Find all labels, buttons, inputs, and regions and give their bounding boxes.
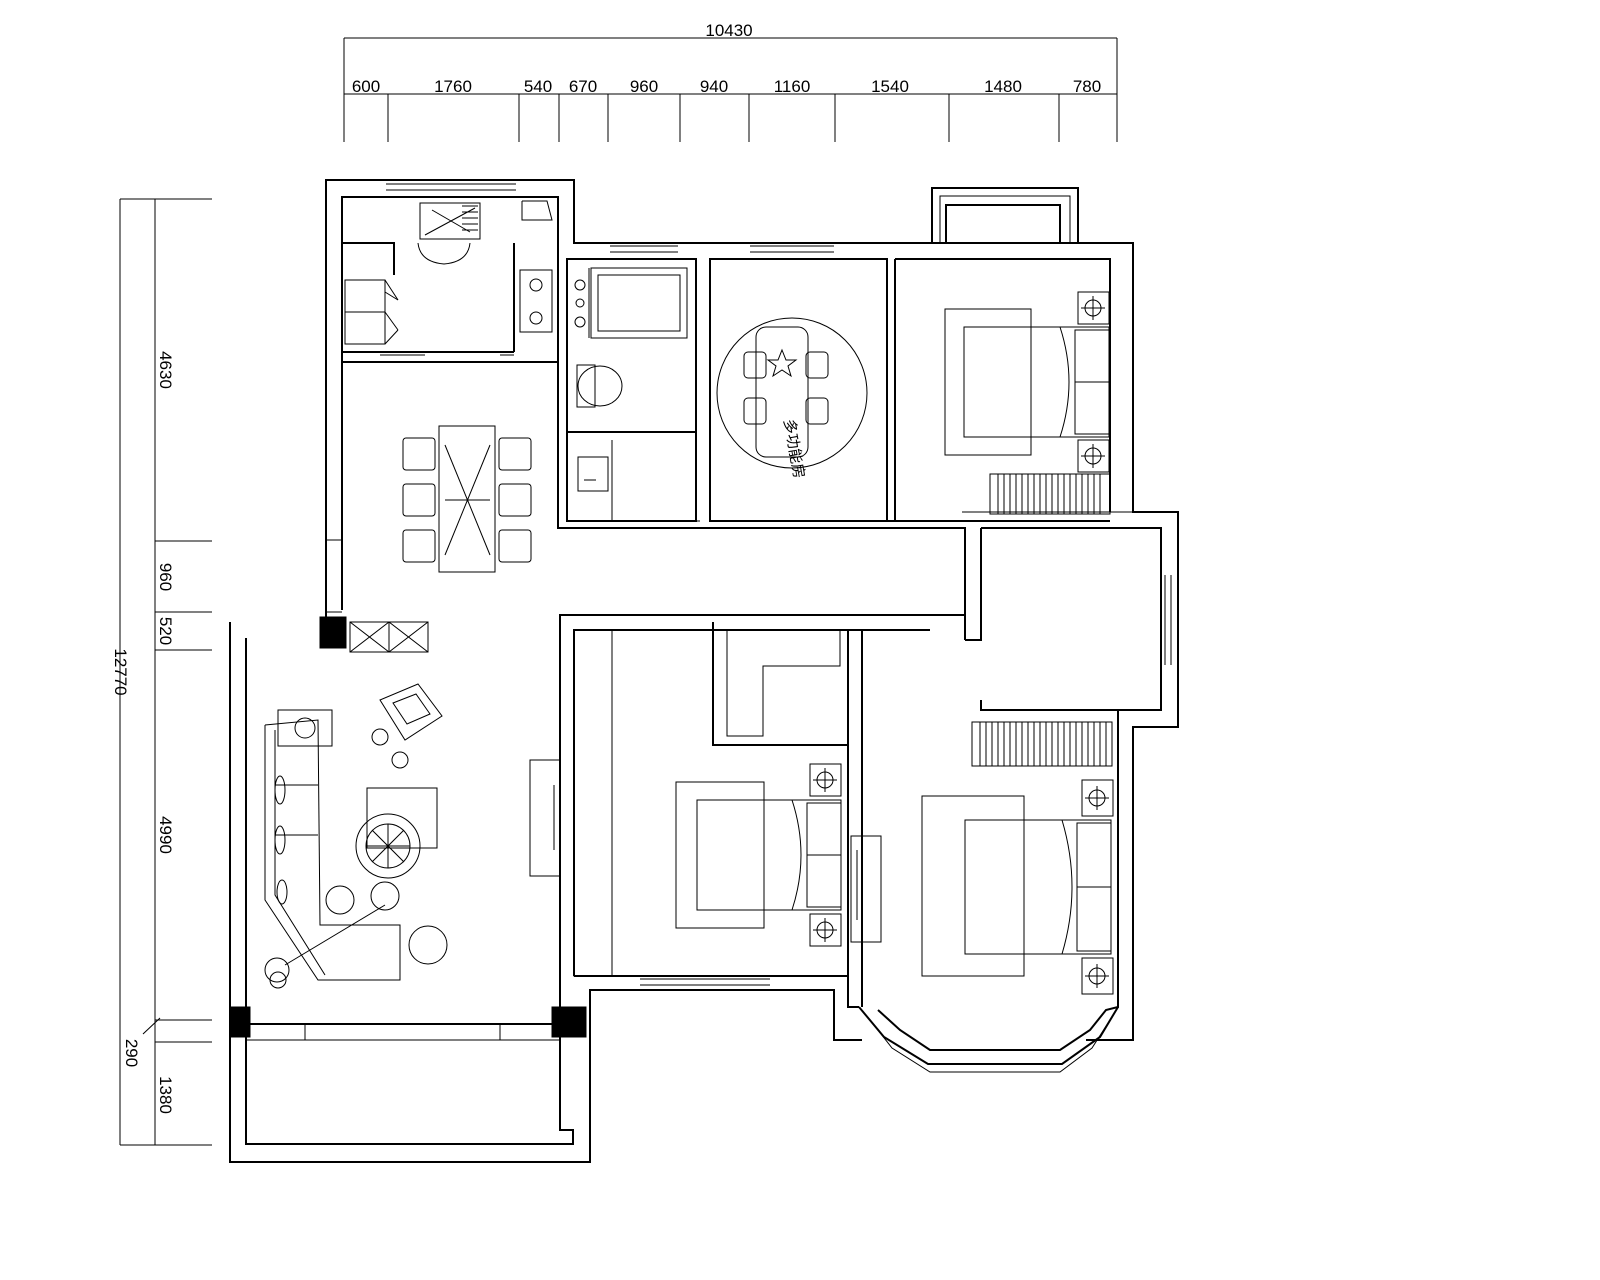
top-total-dimension: 10430	[705, 21, 752, 40]
storage-cabinet	[349, 621, 429, 653]
wardrobe-3	[971, 721, 1113, 767]
top-dimension-5: 960	[630, 77, 658, 96]
multi-function-room-label: 多功能房	[780, 418, 808, 480]
top-dimension-chain: 10430 600 1760 540 670 960 940 1160 1540…	[343, 21, 1118, 142]
dining-area	[402, 425, 532, 573]
toilet-bowl	[577, 365, 623, 407]
bed-rug-3	[921, 795, 1025, 977]
bedroom-3	[921, 779, 1114, 995]
left-dimension-1: 4630	[156, 351, 175, 389]
coffee-table	[366, 787, 438, 849]
left-total-dimension: 12770	[111, 648, 130, 695]
top-dimension-2: 1760	[434, 77, 472, 96]
left-dimension-3: 520	[156, 617, 175, 645]
bedroom-1	[944, 291, 1111, 515]
bedroom-2	[675, 763, 882, 947]
toilet-tank	[576, 364, 596, 408]
top-dimension-7: 1160	[774, 77, 811, 96]
wash-basin	[577, 456, 609, 492]
bathroom	[574, 267, 688, 521]
lounge-table	[755, 326, 809, 458]
top-dimension-4: 670	[569, 77, 597, 96]
round-rug	[716, 317, 868, 469]
side-table	[277, 709, 333, 747]
top-dimension-6: 940	[700, 77, 728, 96]
left-dimension-2: 960	[156, 563, 175, 591]
multi-function-room: 多功能房	[716, 317, 868, 480]
left-dimension-chain: 12770 4630 960 520 4990 290 1380	[111, 198, 212, 1146]
sofa	[264, 719, 401, 981]
columns	[229, 616, 587, 1038]
top-dimension-10: 780	[1073, 77, 1101, 96]
dining-chairs	[402, 437, 532, 563]
top-dimension-1: 600	[352, 77, 380, 96]
top-dimension-9: 1480	[984, 77, 1022, 96]
bathtub	[590, 267, 688, 339]
top-dimension-8: 1540	[871, 77, 909, 96]
bed-rug-2	[675, 781, 765, 929]
kitchen-cabinets	[344, 279, 399, 345]
windows	[304, 183, 1172, 1040]
gas-stove	[519, 269, 553, 333]
nightstand	[1077, 291, 1110, 325]
top-dimension-3: 540	[524, 77, 552, 96]
left-dimension-6: 1380	[156, 1076, 175, 1114]
nightstand	[1081, 779, 1114, 817]
round-table	[355, 813, 421, 879]
nightstand	[809, 763, 842, 797]
wardrobe-1	[989, 473, 1111, 515]
kitchen-sink	[419, 202, 481, 240]
nightstand	[1081, 957, 1114, 995]
nightstand	[809, 913, 842, 947]
armchair	[379, 683, 443, 741]
left-dimension-5: 290	[122, 1039, 141, 1067]
left-dimension-4: 4990	[156, 816, 175, 854]
living-room	[264, 683, 561, 989]
tv-cabinet	[529, 759, 561, 877]
nightstand	[1077, 439, 1110, 473]
desk	[850, 835, 882, 943]
bed-rug-1	[944, 308, 1032, 456]
kitchen	[344, 200, 553, 345]
dining-table	[438, 425, 496, 573]
